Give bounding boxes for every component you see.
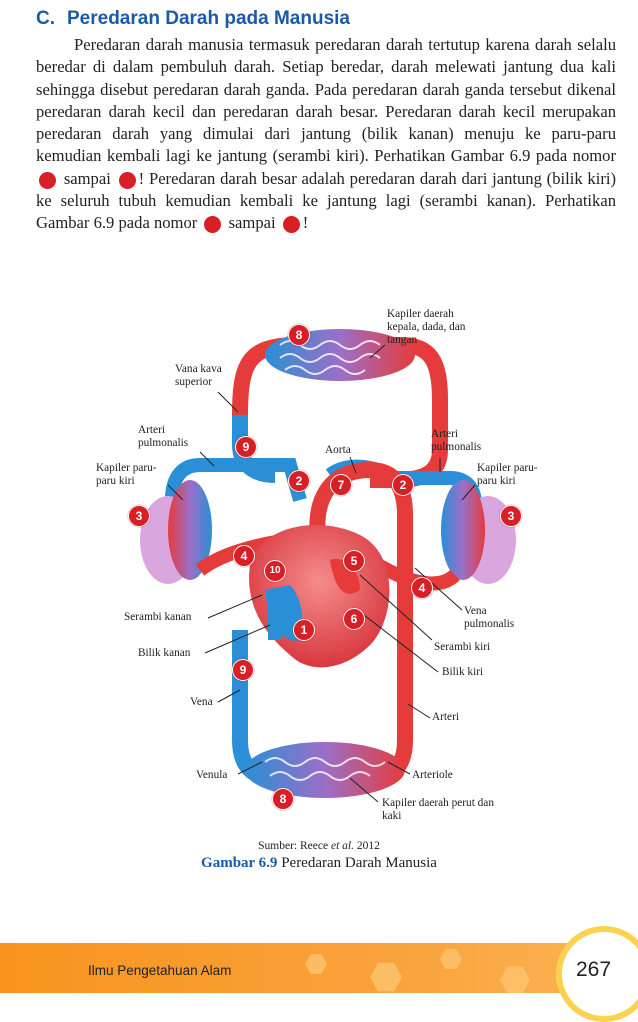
marker-8-top: 8 — [288, 324, 310, 346]
page-footer: Ilmu Pengetahuan Alam — [0, 943, 638, 993]
decor-hexagon — [370, 962, 402, 992]
paragraph-text-2: sampai — [63, 168, 111, 188]
paragraph-text-4: sampai — [228, 213, 276, 233]
paragraph-text-5: ! — [302, 213, 309, 233]
marker-6: 6 — [343, 608, 365, 630]
figure-source: Sumber: Reece et al. 2012 — [0, 840, 638, 852]
label-arteriole: Arteriole — [412, 769, 453, 781]
number-badge-1: 1 — [39, 171, 83, 189]
book-title: Ilmu Pengetahuan Alam — [88, 963, 232, 978]
number-badge-5: 5 — [118, 171, 163, 189]
decor-hexagon — [440, 949, 462, 969]
left-lung-capillaries — [168, 480, 212, 580]
circulation-figure: Kapiler daerah kepala, dada, dan tangan … — [0, 300, 638, 860]
paragraph-text-1: Peredaran darah manusia termasuk peredar… — [36, 35, 616, 166]
marker-4-right: 4 — [411, 577, 433, 599]
marker-9-top: 9 — [235, 436, 257, 458]
label-vena-pulmonalis: Vena pulmonalis — [464, 605, 515, 630]
caption-number: Gambar 6.9 — [201, 855, 278, 871]
label-kapiler-kepala: Kapiler daerah kepala, dada, dan tangan — [387, 308, 466, 346]
section-letter: C. — [36, 8, 55, 29]
label-arteri-pulmonalis-right: Arteri pulmonalis — [431, 428, 482, 453]
figure-caption: Gambar 6.9 Peredaran Darah Manusia — [0, 855, 638, 872]
marker-7: 7 — [330, 474, 352, 496]
decor-hexagon — [305, 954, 327, 974]
number-badge-6: 6 — [204, 216, 249, 234]
leader-lines — [167, 344, 476, 803]
label-kapiler-paru-left: Kapiler paru-paru kiri — [96, 462, 157, 487]
label-kapiler-paru-right: Kapiler paru-paru kiri — [477, 462, 538, 487]
decor-hexagon — [500, 966, 530, 993]
source-italic: et al. — [330, 840, 354, 852]
label-venula: Venula — [196, 769, 228, 781]
label-arteri-pulmonalis-left: Arteri pulmonalis — [138, 424, 189, 449]
label-serambi-kanan: Serambi kanan — [124, 611, 192, 623]
label-bilik-kanan: Bilik kanan — [138, 647, 191, 659]
label-vana-kava: Vana kava superior — [175, 363, 222, 388]
marker-10: 10 — [264, 560, 286, 582]
marker-2-left: 2 — [288, 470, 310, 492]
aorta-vessel — [309, 461, 413, 720]
lower-capillary-mesh — [264, 757, 386, 781]
paragraph-text-3: ! Peredaran darah besar adalah peredaran… — [36, 168, 616, 233]
label-serambi-kiri: Serambi kiri — [434, 641, 491, 653]
label-vena: Vena — [190, 696, 213, 708]
label-aorta: Aorta — [325, 444, 351, 456]
marker-3-right: 3 — [500, 505, 522, 527]
section-heading: C. Peredaran Darah pada Manusia — [36, 8, 350, 30]
circulation-diagram — [140, 329, 516, 803]
body-paragraph: Peredaran darah manusia termasuk peredar… — [36, 34, 616, 235]
marker-5: 5 — [343, 550, 365, 572]
caption-text: Peredaran Darah Manusia — [277, 855, 437, 871]
lower-capillary-bed — [245, 742, 405, 798]
marker-2-right: 2 — [392, 474, 414, 496]
marker-8-bottom: 8 — [272, 788, 294, 810]
marker-3-left: 3 — [128, 505, 150, 527]
label-arteri: Arteri — [432, 711, 459, 723]
number-badge-10: 10 — [282, 216, 333, 234]
marker-4-left: 4 — [233, 545, 255, 567]
source-prefix: Sumber: Reece — [258, 840, 331, 852]
pulmonary-artery-left — [165, 458, 307, 502]
page-number: 267 — [576, 958, 612, 981]
label-bilik-kiri: Bilik kiri — [442, 666, 484, 678]
marker-1: 1 — [293, 619, 315, 641]
label-kapiler-perut: Kapiler daerah perut dan kaki — [382, 797, 494, 822]
section-title: Peredaran Darah pada Manusia — [67, 8, 350, 29]
right-lung-capillaries — [441, 480, 485, 580]
marker-9-bottom: 9 — [232, 659, 254, 681]
source-suffix: 2012 — [353, 840, 380, 852]
